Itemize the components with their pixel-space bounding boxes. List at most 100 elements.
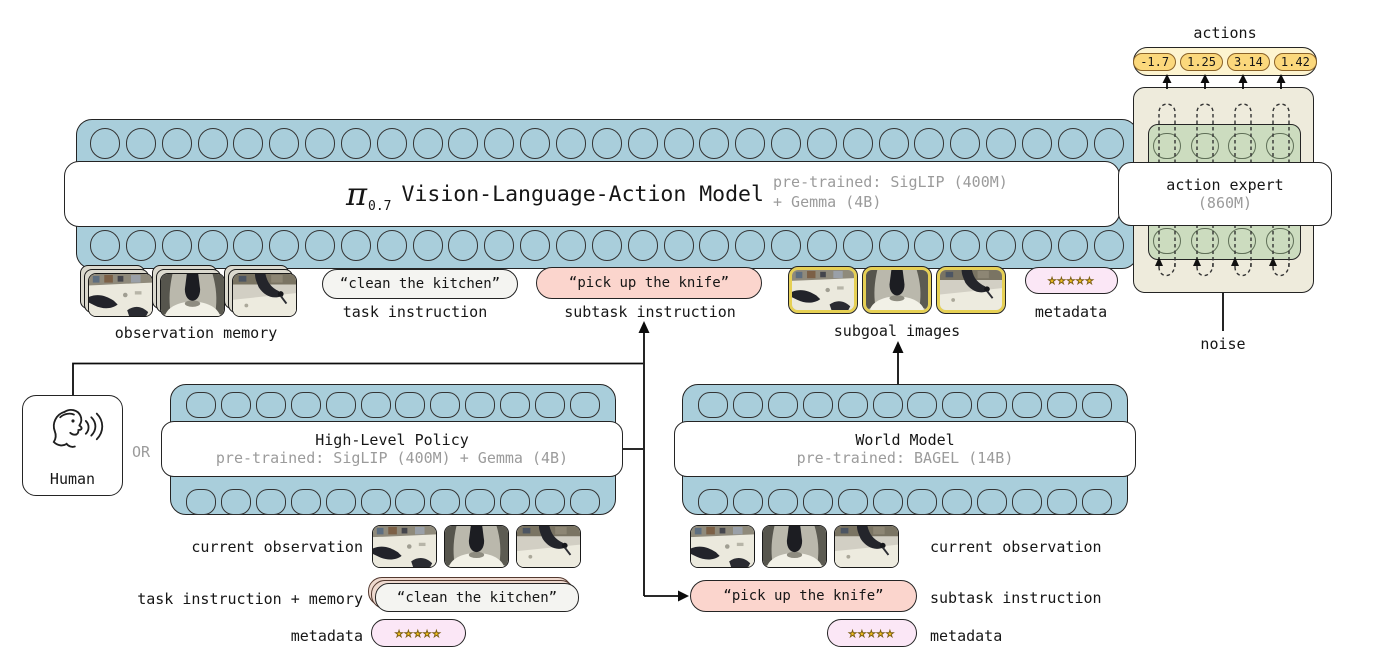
token-pill [255, 489, 286, 515]
hlp-token-row-top [186, 392, 600, 418]
expert-token-row-top [1153, 133, 1294, 159]
token-pill [699, 128, 730, 159]
token-pill [395, 392, 426, 418]
token-pill [591, 128, 622, 159]
observation-memory-label: observation memory [114, 324, 278, 342]
speaking-person-icon [52, 408, 104, 448]
token-pill [125, 128, 156, 159]
action-value-pill: 3.14 [1227, 52, 1270, 71]
token-pill [376, 128, 407, 159]
hlp-metadata-label: metadata [290, 627, 363, 645]
token-pill [535, 392, 566, 418]
wm-observation-image [834, 525, 899, 568]
wm-pretrained: pre-trained: BAGEL (14B) [796, 449, 1014, 467]
subgoal-image [936, 266, 1006, 314]
vla-pretrained-line2: + Gemma (4B) [773, 193, 882, 212]
token-pill [1093, 128, 1124, 159]
token-pill [698, 489, 728, 515]
hlp-title: High-Level Policy [315, 431, 469, 449]
token-pill [535, 489, 566, 515]
token-pill [430, 489, 461, 515]
token-pill [907, 392, 938, 418]
pi-subscript: 0.7 [368, 199, 392, 214]
token-pill [325, 392, 356, 418]
token-pill [448, 128, 479, 159]
token-pill [269, 230, 300, 261]
token-pill [290, 392, 321, 418]
token-pill [1265, 133, 1294, 159]
token-pill [90, 128, 120, 159]
token-pill [1228, 133, 1257, 159]
token-pill [90, 230, 120, 261]
token-pill [465, 392, 496, 418]
token-pill [663, 230, 694, 261]
token-pill [942, 489, 973, 515]
token-pill [1190, 133, 1219, 159]
token-pill [767, 392, 798, 418]
action-value-pill: 1.42 [1273, 52, 1317, 71]
vla-pretrained-line1: pre-trained: SigLIP (400M) [773, 173, 1008, 191]
metadata-label: metadata [1034, 303, 1108, 321]
wm-metadata-label: metadata [930, 627, 1003, 645]
token-pill [914, 128, 945, 159]
task-instruction-label: task instruction [342, 303, 488, 321]
action-value-pill: -1.7 [1133, 52, 1177, 71]
token-pill [448, 230, 479, 261]
subtask-instruction-pill: “pick up the knife” [536, 267, 762, 299]
token-pill [986, 230, 1017, 261]
token-pill [500, 489, 531, 515]
hlp-task-memory-label: task instruction + memory [137, 590, 363, 608]
token-pill [484, 128, 515, 159]
subgoal-image [788, 266, 858, 314]
human-label: Human [49, 470, 96, 488]
token-pill [220, 489, 251, 515]
wm-subtask-instruction-label: subtask instruction [930, 589, 1102, 607]
token-pill [555, 128, 586, 159]
token-pill [1228, 228, 1257, 254]
token-pill [735, 128, 766, 159]
token-pill [340, 230, 371, 261]
vla-token-row-bottom [90, 230, 1124, 261]
hlp-token-row-bottom [186, 489, 600, 515]
wm-token-row-top [698, 392, 1112, 418]
token-pill [161, 230, 192, 261]
token-pill [878, 128, 909, 159]
token-pill [1093, 230, 1124, 261]
actions-label: actions [1193, 24, 1257, 42]
hlp-observation-image [516, 525, 581, 568]
metadata-pill: ★★★★★ [1025, 267, 1118, 294]
token-pill [907, 489, 938, 515]
hlp-current-observation-label: current observation [191, 538, 363, 556]
token-pill [950, 230, 981, 261]
token-pill [1047, 489, 1078, 515]
token-pill [872, 489, 903, 515]
subtask-instruction-label: subtask instruction [564, 303, 736, 321]
wm-metadata-pill: ★★★★★ [827, 619, 917, 647]
actions-container: -1.7 1.25 3.14 1.42 [1133, 47, 1317, 76]
action-expert-params: (860M) [1197, 194, 1253, 212]
token-pill [950, 128, 981, 159]
wm-observation-image [690, 525, 755, 568]
token-pill [1190, 228, 1219, 254]
vla-title-text: Vision-Language-Action Model [401, 181, 764, 207]
token-pill [233, 128, 264, 159]
token-pill [305, 128, 336, 159]
token-pill [837, 489, 868, 515]
token-pill [1021, 230, 1052, 261]
hlp-label-box: High-Level Policy pre-trained: SigLIP (4… [161, 421, 623, 477]
token-pill [1047, 392, 1078, 418]
token-pill [197, 230, 228, 261]
subgoal-image [862, 266, 932, 314]
observation-memory-image [232, 273, 297, 317]
token-pill [1153, 228, 1181, 254]
token-pill [186, 489, 216, 515]
token-pill [837, 392, 868, 418]
token-pill [220, 392, 251, 418]
wm-current-observation-label: current observation [930, 538, 1102, 556]
vla-token-row-top [90, 128, 1124, 159]
token-pill [986, 128, 1017, 159]
token-pill [878, 230, 909, 261]
token-pill [412, 128, 443, 159]
